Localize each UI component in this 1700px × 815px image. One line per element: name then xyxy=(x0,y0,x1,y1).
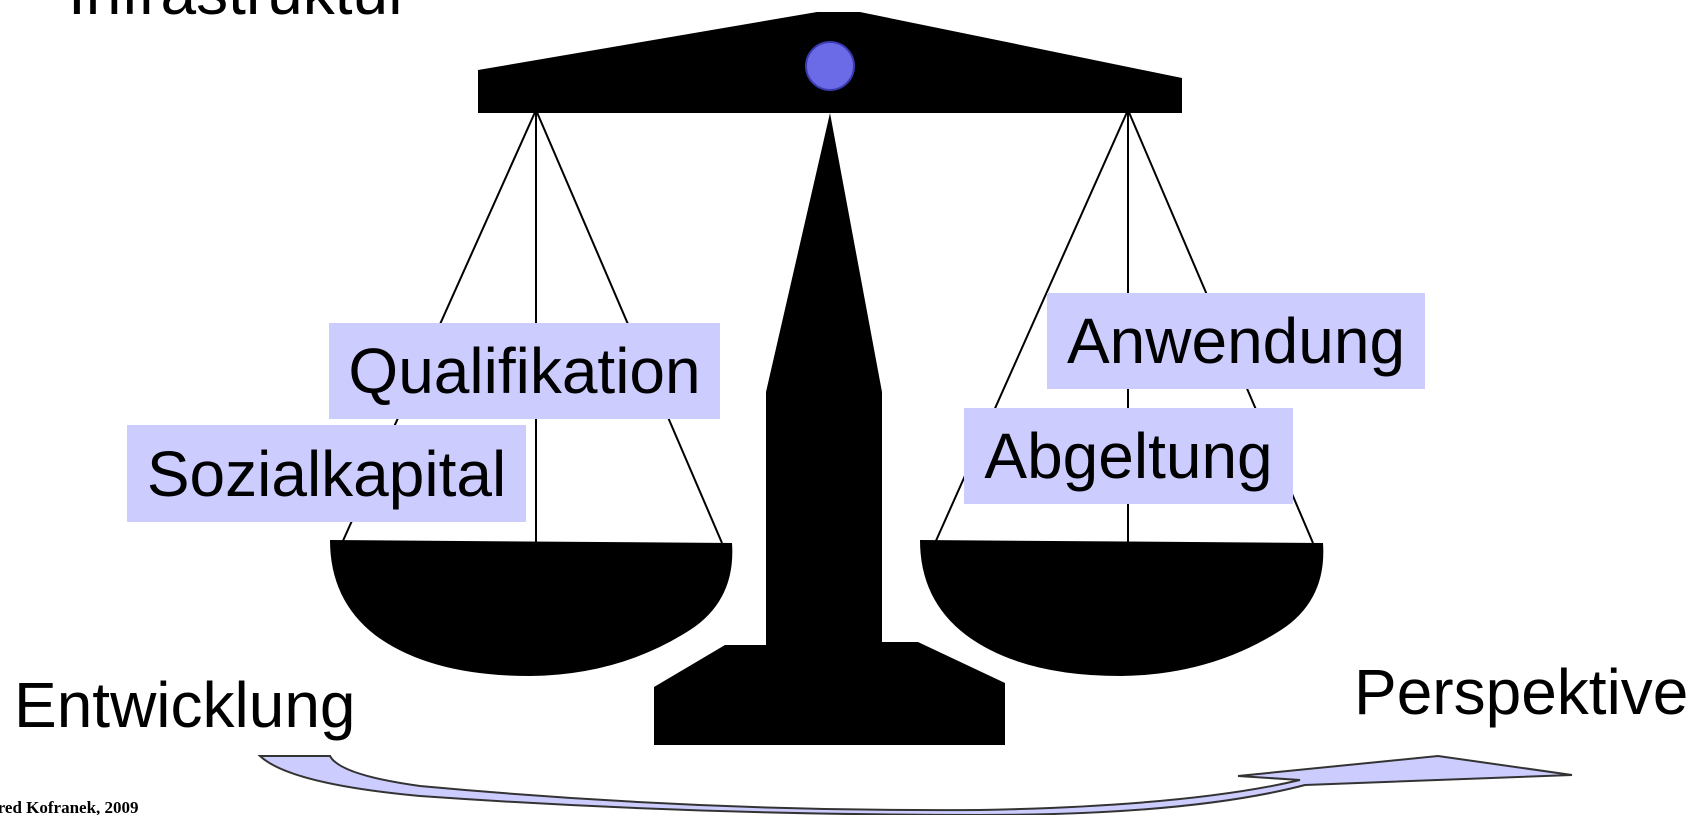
label-sozialkapital: Sozialkapital xyxy=(127,425,526,522)
title-partial: Infrastruktur xyxy=(68,0,409,24)
label-abgeltung: Abgeltung xyxy=(964,408,1293,504)
scale-post xyxy=(654,113,1005,745)
pivot-circle xyxy=(805,41,855,91)
left-pan xyxy=(330,540,733,676)
footer-credit: fred Kofranek, 2009 xyxy=(0,798,139,815)
right-pan xyxy=(920,540,1324,676)
label-anwendung: Anwendung xyxy=(1047,293,1425,389)
curved-arrow xyxy=(257,754,1573,815)
label-perspektive: Perspektive xyxy=(1354,656,1689,728)
label-qualifikation: Qualifikation xyxy=(329,323,720,419)
label-entwicklung: Entwicklung xyxy=(14,669,356,741)
